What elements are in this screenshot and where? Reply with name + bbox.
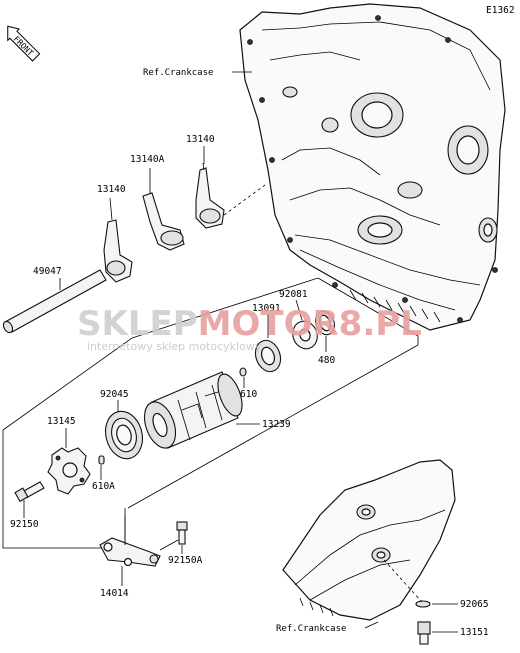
pin-610a <box>98 455 105 465</box>
shift-fork-13140-left <box>103 197 133 283</box>
diagram-id: E1362 <box>486 5 515 16</box>
label-92045: 92045 <box>100 389 129 400</box>
label-480: 480 <box>318 355 335 366</box>
label-14014: 14014 <box>100 588 129 599</box>
crankcase-upper <box>239 3 506 331</box>
circlip-480 <box>315 310 335 336</box>
watermark-brand-right: R8.PL <box>313 304 422 344</box>
shift-fork-13140-top <box>195 162 225 229</box>
label-92065: 92065 <box>460 599 489 610</box>
washer-92065 <box>415 600 431 608</box>
group-box-bottom-edge <box>127 344 419 509</box>
group-box-right <box>317 277 419 345</box>
svg-text:SKLEPMOTOR8.PL: SKLEPMOTOR8.PL <box>77 304 422 344</box>
ref-crankcase-bottom: Ref.Crankcase <box>276 624 346 634</box>
group-box-top <box>131 277 319 339</box>
watermark-logo: SKLEPMOTOR8.PL internetowy sklep motocyk… <box>77 304 422 353</box>
label-13239: 13239 <box>262 419 291 430</box>
front-arrow-icon: FRONT <box>7 25 41 62</box>
watermark-brand-mid: MOTO <box>198 304 313 344</box>
shift-rod-49047 <box>2 269 107 334</box>
lever-14014 <box>99 537 161 567</box>
label-49047: 49047 <box>33 266 62 277</box>
bearing-13091 <box>254 339 282 373</box>
label-610: 610 <box>240 389 257 400</box>
pin-610 <box>239 367 247 377</box>
group-box-left <box>2 430 125 549</box>
bolt-92150a <box>176 521 188 545</box>
retainer-92081 <box>292 320 318 350</box>
watermark-brand-left: SKLEP <box>77 304 198 344</box>
label-13140a: 13140A <box>130 154 165 165</box>
label-92150a: 92150A <box>168 555 203 566</box>
ref-crankcase-top: Ref.Crankcase <box>143 68 213 78</box>
label-13091: 13091 <box>252 303 281 314</box>
bolt-92150 <box>14 481 45 503</box>
shift-drum-cam-13145 <box>47 447 91 495</box>
crankcase-lower <box>282 459 456 621</box>
neutral-switch-13151 <box>417 621 431 645</box>
label-13151: 13151 <box>460 627 489 638</box>
label-610a: 610A <box>92 481 115 492</box>
bearing-92045 <box>104 410 144 460</box>
label-92081: 92081 <box>279 289 308 300</box>
shift-drum-13239 <box>143 371 243 449</box>
label-13140-left: 13140 <box>97 184 126 195</box>
watermark-tagline: internetowy sklep motocyklowy <box>87 340 262 353</box>
label-92150: 92150 <box>10 519 39 530</box>
shift-fork-13140a <box>142 168 185 251</box>
label-13145: 13145 <box>47 416 76 427</box>
label-13140-top: 13140 <box>186 134 215 145</box>
